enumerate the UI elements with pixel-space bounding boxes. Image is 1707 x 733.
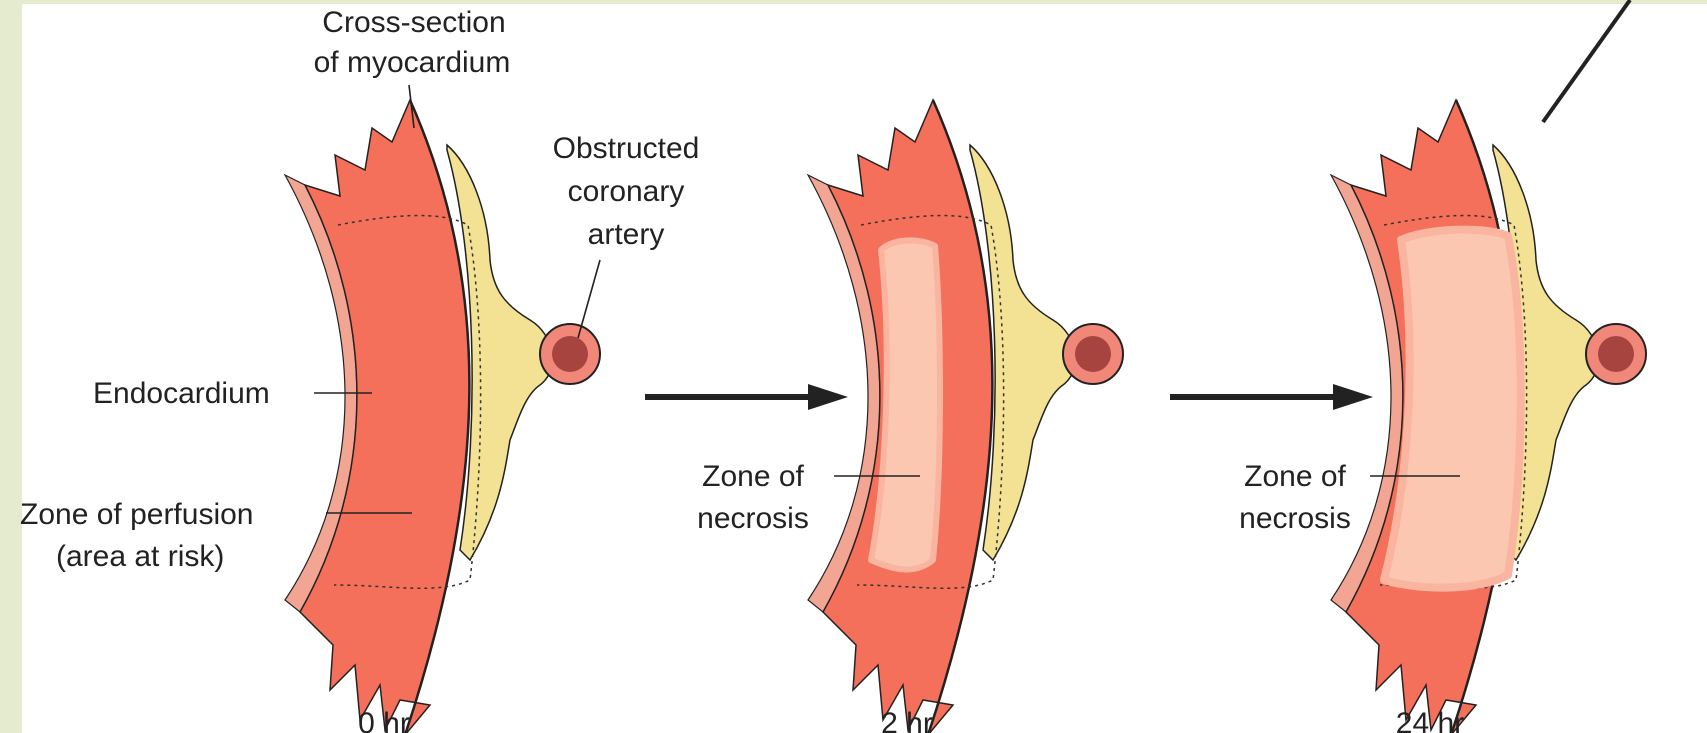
necrosis-zone-large bbox=[1384, 230, 1521, 588]
obstructed-artery-label-2: coronary bbox=[568, 175, 685, 208]
perfusion-zone-label-1: Zone of perfusion bbox=[20, 498, 253, 531]
cross-section-label-2: of myocardium bbox=[314, 46, 511, 79]
obstructed-artery-label-1: Obstructed bbox=[553, 132, 700, 165]
obstructed-artery-label-3: artery bbox=[588, 218, 665, 251]
necrosis-label-24hr-2: necrosis bbox=[1239, 502, 1351, 535]
cross-section-label-1: Cross-section bbox=[322, 6, 505, 39]
necrosis-label-2hr-1: Zone of bbox=[702, 460, 804, 493]
time-label-2hr: 2 hr bbox=[881, 707, 933, 733]
time-label-0hr: 0 hr bbox=[358, 707, 410, 733]
time-label-24hr: 24 hr bbox=[1396, 707, 1464, 733]
endocardium-label: Endocardium bbox=[93, 377, 270, 410]
necrosis-label-24hr-1: Zone of bbox=[1244, 460, 1346, 493]
perfusion-zone-label-2: (area at risk) bbox=[56, 540, 224, 573]
necrosis-label-2hr-2: necrosis bbox=[697, 502, 809, 535]
